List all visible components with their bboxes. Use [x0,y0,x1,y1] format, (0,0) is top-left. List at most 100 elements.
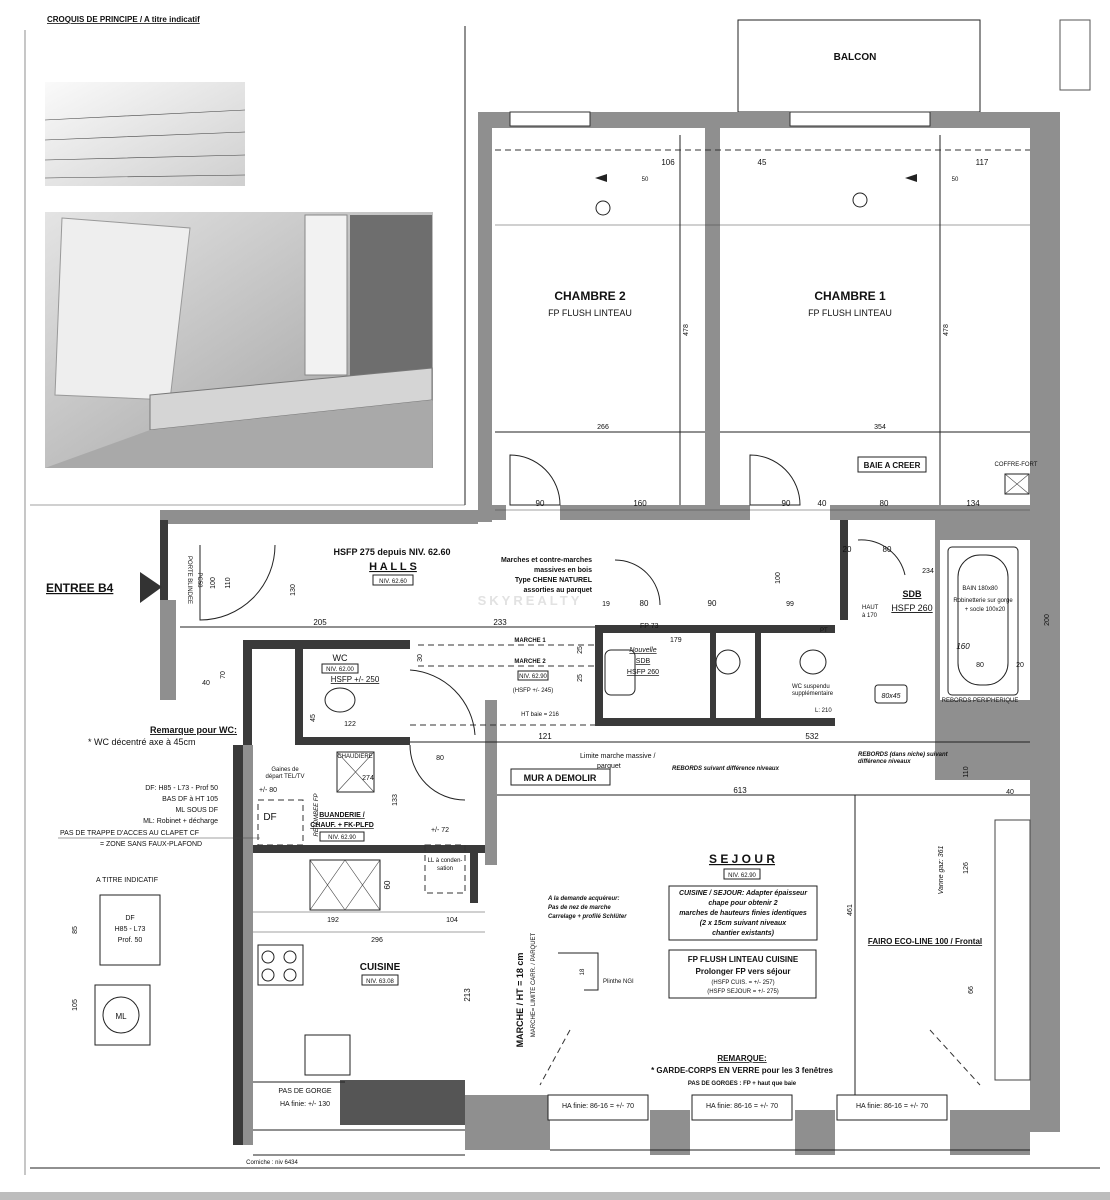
balcony-label: BALCON [834,52,877,63]
vasque [874,684,908,704]
l210-label: L: 210 [815,708,832,714]
wc-supp-label-2: supplémentaire [792,691,834,697]
ll-appliance [424,844,466,894]
dim-label: 110 [963,766,970,777]
balcony [737,19,981,113]
entrance-arrow-icon [140,572,162,603]
limite-marche-note: Limite marche massive / [580,753,656,760]
wc-suspendu [799,649,827,675]
cuisine-niv: NIV. 63.08 [366,979,394,985]
ll-label: LL à conden- [428,858,463,864]
dim-label: 19 [602,601,610,608]
dim-label: 106 [661,158,675,167]
cuisine-sejour-note: marches de hauteurs finies identiques [679,910,807,917]
wc-hsfp: HSFP +/- 250 [331,675,380,684]
dim-label: 80 [880,499,889,508]
dim-label: 80 [436,755,444,762]
dim-label: 90 [708,599,717,608]
df-appliance [257,799,304,846]
gaines-label-2: départ TEL/TV [266,774,305,780]
chambre-2-note: FP FLUSH LINTEAU [548,308,632,318]
robinet-label-2: + socle 100x20 [965,607,1006,613]
dim-label: 104 [446,917,458,924]
dim-label: 461 [847,904,854,916]
pas-gorges-note: PAS DE GORGES : FP + haut que baie [688,1081,797,1087]
df-box-text: H85 - L73 [115,926,146,933]
dim-label: 100 [775,572,782,584]
df-note: ML SOUS DF [175,807,218,814]
room-sdb: SDB [902,589,922,599]
window-ha-label: HA finie: 86-16 = +/- 70 [706,1103,778,1110]
room-sejour: S E J O U R [709,852,775,866]
marche-limite-label: MARCHE= LIMITE CARR. / PARQUET [531,932,537,1037]
entrance-label: ENTREE B4 [46,581,114,595]
dim-label: 134 [966,499,980,508]
entrance-door-swing [199,544,276,621]
rebords-niche-note-2: différence niveaux [858,759,911,765]
dim-label: 25 [577,674,584,682]
dim-label: 18 [580,968,586,975]
baie-a-creer-label: BAIE A CREER [864,461,921,470]
wc-remark: * WC décentré axe à 45cm [88,737,196,747]
dim-label: 192 [327,917,339,924]
dim-label: 160 [956,642,970,651]
vasque-label: 80x45 [881,693,900,700]
demande-note: Carrelage + profilé Schlüter [548,914,627,920]
wc-supp-label: WC suspendu [792,684,830,690]
df-box-text: Prof. 50 [118,937,143,944]
hall-door-swing [409,669,476,736]
df-box-text: DF [125,915,134,922]
dim-label: 130 [290,584,297,596]
cuisine-sejour-note: CUISINE / SEJOUR: Adapter épaisseur [679,890,808,897]
dim-label: 25 [577,646,584,654]
pc-label: PC58 [196,572,202,588]
ll-label-2: sation [437,866,453,872]
buanderie-label-2: CHAUF. + FK-PLFD [310,822,374,829]
indicatif-label: A TITRE INDICATIF [96,877,158,884]
shower-tray [604,649,636,696]
df-label: DF [263,812,276,823]
df-note: ML: Robinet + décharge [143,818,218,825]
windows [30,1094,1100,1169]
dim-label: 60 [383,880,392,889]
buanderie-niv: NIV. 62.90 [328,835,356,841]
demande-note: Pas de nez de marche [548,905,611,911]
window-ha-label: HA finie: 86-16 = +/- 70 [562,1103,634,1110]
marches-note-line: Type CHENE NATUREL [515,577,593,584]
dim-label: 70 [220,671,227,679]
dim-label: 234 [922,568,934,575]
dim-label: 40 [202,680,210,687]
sketch-floor-detail [44,82,246,186]
limite-marche-note-2: parquet [597,763,621,770]
dim-label: 613 [733,786,747,795]
df-detail-box [99,894,161,966]
buanderie-door-swing [409,744,466,801]
wc-remark-title: Remarque pour WC: [150,725,237,735]
ml-detail-box [94,984,151,1046]
cuisine-sejour-note-box [668,885,818,941]
marche-hsfp: (HSFP +/- 245) [513,688,553,694]
dim-label: 478 [943,324,950,336]
fp-cuisine-note: (HSFP SEJOUR = +/- 275) [707,989,779,995]
retombee-label: RETOMBEE FP [314,794,320,837]
shower-drain [715,649,741,675]
sdb-hsfp: HSFP 260 [891,603,932,613]
nouvelle-sdb-l2: SDB [636,658,651,665]
room-chambre-1: CHAMBRE 1 [814,289,886,303]
sdb-haut: HAUT [862,605,879,611]
bottom-border [0,1192,1110,1200]
cuisine-sejour-note: chape pour obtenir 2 [708,900,777,907]
step-detail [558,952,599,991]
ml-circle [102,996,140,1034]
sketch-frame [24,26,466,1175]
marches-note-line: assorties au parquet [524,587,593,594]
trappe-note: PAS DE TRAPPE D'ACCES AU CLAPET CF [60,830,199,837]
dim-label: 532 [805,732,819,741]
remarque-title: REMARQUE: [717,1054,766,1063]
cuisine-sejour-note: chantier existants) [712,930,775,937]
neighbor-frame [1059,19,1091,91]
nouvelle-sdb-l1: Nouvelle [629,647,656,654]
window-ha-label: HA finie: 86-16 = +/- 70 [856,1103,928,1110]
